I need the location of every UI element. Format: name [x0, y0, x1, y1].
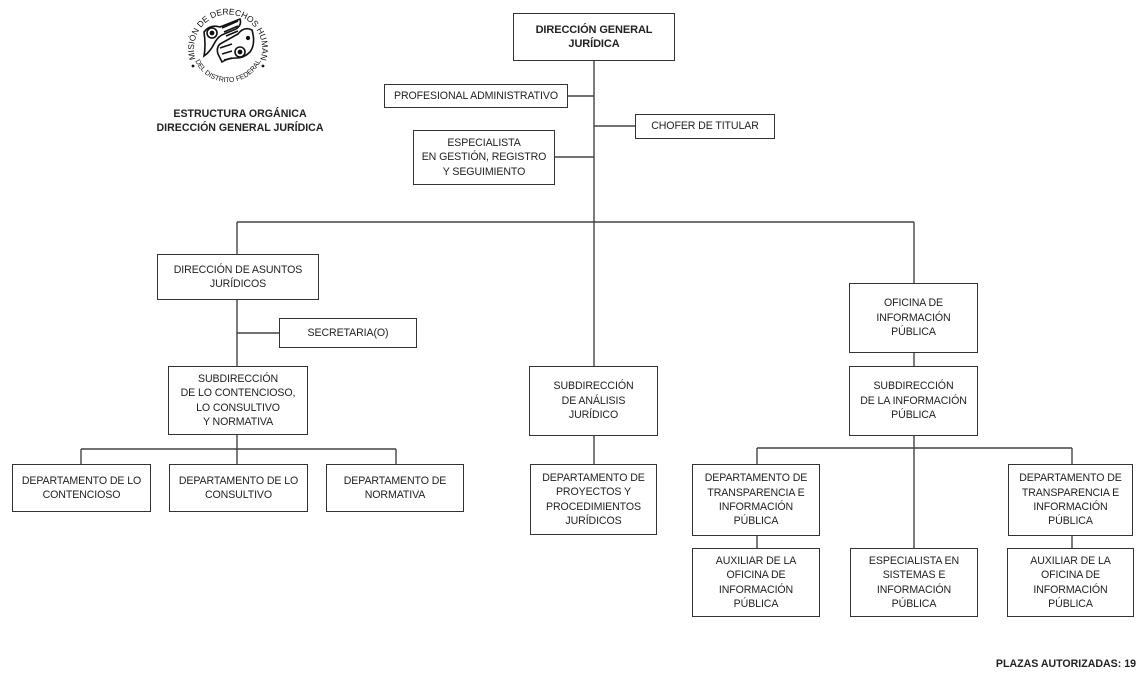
node-especialista-gestion: ESPECIALISTA EN GESTIÓN, REGISTRO Y SEGU… [413, 130, 555, 185]
node-label: SUBDIRECCIÓN DE LA INFORMACIÓN PÚBLICA [860, 380, 967, 422]
node-label: DEPARTAMENTO DE LO CONTENCIOSO [21, 474, 142, 501]
node-chofer: CHOFER DE TITULAR [635, 114, 775, 139]
node-label: DEPARTAMENTO DE NORMATIVA [343, 474, 447, 501]
node-especialista-sistemas: ESPECIALISTA EN SISTEMAS E INFORMACIÓN P… [850, 548, 978, 617]
node-secretaria: SECRETARIA(O) [279, 318, 417, 348]
node-label: DEPARTAMENTO DE LO CONSULTIVO [178, 474, 299, 501]
logo-ring-text-bottom: DEL DISTRITO FEDERAL [193, 59, 262, 85]
node-auxiliar-1: AUXILIAR DE LA OFICINA DE INFORMACIÓN PÚ… [692, 548, 820, 617]
node-oficina-informacion: OFICINA DE INFORMACIÓN PÚBLICA [849, 283, 978, 353]
node-label: SECRETARIA(O) [307, 326, 389, 339]
node-label: DEPARTAMENTO DE PROYECTOS Y PROCEDIMIENT… [542, 471, 645, 527]
node-depto-consultivo: DEPARTAMENTO DE LO CONSULTIVO [169, 464, 308, 512]
birds-emblem-icon [202, 17, 255, 64]
node-label: ESPECIALISTA EN GESTIÓN, REGISTRO Y SEGU… [421, 136, 547, 178]
node-depto-proyectos: DEPARTAMENTO DE PROYECTOS Y PROCEDIMIENT… [530, 464, 657, 535]
node-label: PROFESIONAL ADMINISTRATIVO [394, 89, 558, 102]
cdhdf-logo-icon: COMISIÓN DE DERECHOS HUMANOS DEL DISTRIT… [182, 0, 270, 85]
node-label: DIRECCIÓN GENERAL JURÍDICA [535, 23, 653, 50]
node-label: DIRECCIÓN DE ASUNTOS JURÍDICOS [173, 263, 303, 290]
node-label: SUBDIRECCIÓN DE ANÁLISIS JURÍDICO [553, 380, 634, 422]
node-label: AUXILIAR DE LA OFICINA DE INFORMACIÓN PÚ… [715, 554, 797, 610]
node-label: ESPECIALISTA EN SISTEMAS E INFORMACIÓN P… [868, 554, 960, 610]
node-depto-contencioso: DEPARTAMENTO DE LO CONTENCIOSO [12, 464, 151, 512]
node-subdir-analisis: SUBDIRECCIÓN DE ANÁLISIS JURÍDICO [529, 366, 658, 436]
plazas-autorizadas: PLAZAS AUTORIZADAS: 19 [995, 658, 1136, 670]
node-label: CHOFER DE TITULAR [651, 120, 759, 133]
node-label: AUXILIAR DE LA OFICINA DE INFORMACIÓN PÚ… [1030, 554, 1111, 610]
node-direccion-general: DIRECCIÓN GENERAL JURÍDICA [513, 13, 675, 61]
node-depto-normativa: DEPARTAMENTO DE NORMATIVA [326, 464, 464, 512]
node-subdir-contencioso: SUBDIRECCIÓN DE LO CONTENCIOSO, LO CONSU… [168, 366, 308, 435]
node-label: DEPARTAMENTO DE TRANSPARENCIA E INFORMAC… [1019, 472, 1122, 528]
node-direccion-asuntos: DIRECCIÓN DE ASUNTOS JURÍDICOS [157, 254, 319, 300]
chart-title: ESTRUCTURA ORGÁNICA DIRECCIÓN GENERAL JU… [156, 108, 324, 134]
node-depto-transparencia-2: DEPARTAMENTO DE TRANSPARENCIA E INFORMAC… [1008, 464, 1133, 536]
node-label: OFICINA DE INFORMACIÓN PÚBLICA [876, 297, 951, 339]
node-profesional-administrativo: PROFESIONAL ADMINISTRATIVO [384, 84, 568, 108]
node-label: DEPARTAMENTO DE TRANSPARENCIA E INFORMAC… [704, 472, 808, 528]
node-depto-transparencia-1: DEPARTAMENTO DE TRANSPARENCIA E INFORMAC… [692, 464, 820, 536]
node-auxiliar-2: AUXILIAR DE LA OFICINA DE INFORMACIÓN PÚ… [1007, 548, 1134, 617]
node-subdir-informacion: SUBDIRECCIÓN DE LA INFORMACIÓN PÚBLICA [849, 366, 978, 436]
node-label: SUBDIRECCIÓN DE LO CONTENCIOSO, LO CONSU… [180, 372, 296, 428]
